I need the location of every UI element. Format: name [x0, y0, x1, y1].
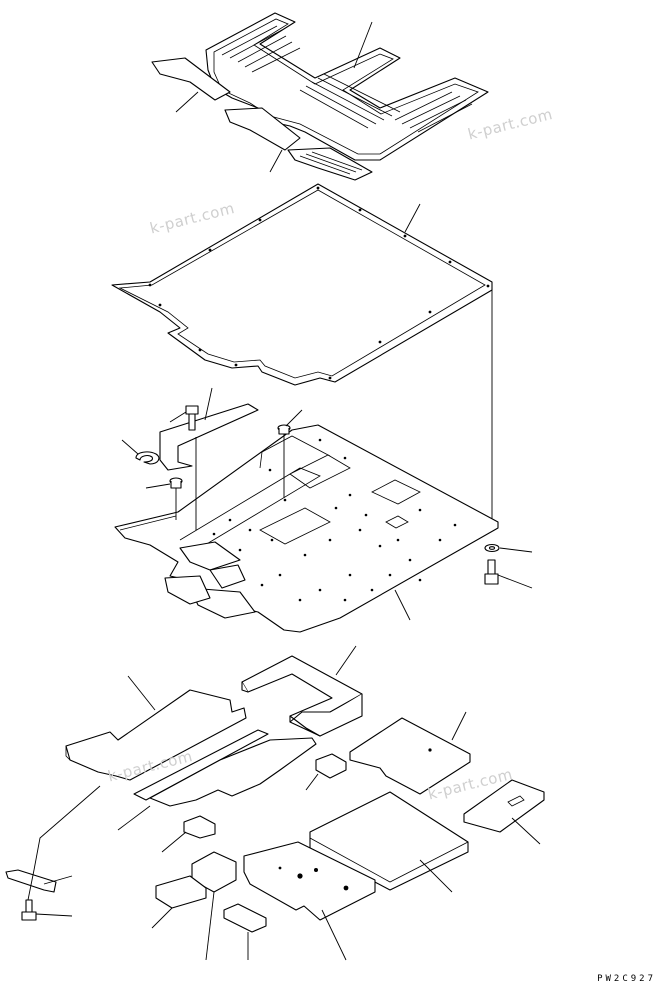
clamp-strap — [5, 869, 73, 893]
grommet — [277, 409, 303, 498]
routing-lines — [27, 785, 101, 901]
washer — [484, 543, 533, 553]
floor-mat — [151, 12, 489, 181]
drawing-code: PW2C927 — [597, 974, 656, 984]
strap-bolt — [21, 899, 73, 921]
small-block-b — [161, 815, 216, 853]
small-block-a — [305, 753, 347, 791]
small-block-d — [151, 875, 207, 929]
small-strip-e — [223, 903, 267, 960]
floor-plate — [114, 424, 499, 633]
small-block-c — [191, 851, 237, 961]
hose-clip — [121, 439, 160, 465]
corner-pad — [463, 779, 545, 845]
floor-seal-gasket — [111, 183, 493, 386]
seal-leaders — [404, 203, 493, 530]
bracket-plate — [159, 387, 259, 530]
strip-pad — [117, 729, 317, 831]
bolt — [169, 405, 199, 431]
notched-floor-pad — [243, 841, 376, 961]
rectangular-pad-right — [349, 711, 471, 795]
mounting-bolt — [484, 559, 533, 589]
long-side-pad — [65, 675, 247, 781]
plate-leaders — [394, 589, 411, 621]
floor-mat-leaders — [175, 21, 373, 173]
cap-plug — [145, 477, 183, 520]
u-shaped-pad — [241, 645, 363, 737]
